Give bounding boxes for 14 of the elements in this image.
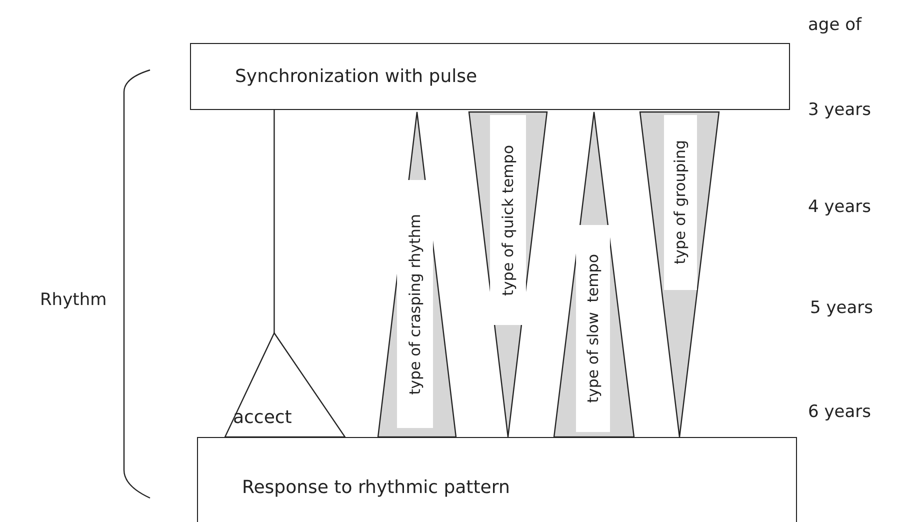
shape-label: accect [233, 407, 292, 428]
age-label: age of [808, 15, 862, 35]
age-label: 6 years [808, 402, 872, 422]
wedge-label: type of grouping [673, 140, 688, 265]
age-label: 4 years [808, 197, 872, 217]
wedge-label: type of slow tempo [586, 254, 600, 403]
wedge-label: type of quick tempo [500, 144, 516, 296]
bracket-label: Rhythm [40, 290, 107, 310]
connector-line [274, 110, 275, 333]
process-box: Response to rhythmic pattern [197, 437, 797, 522]
age-label: 3 years [808, 100, 872, 120]
process-box: Synchronization with pulse [190, 43, 790, 110]
wedge-label: type of crasping rhythm [408, 214, 422, 394]
age-label: 5 years [810, 298, 874, 318]
